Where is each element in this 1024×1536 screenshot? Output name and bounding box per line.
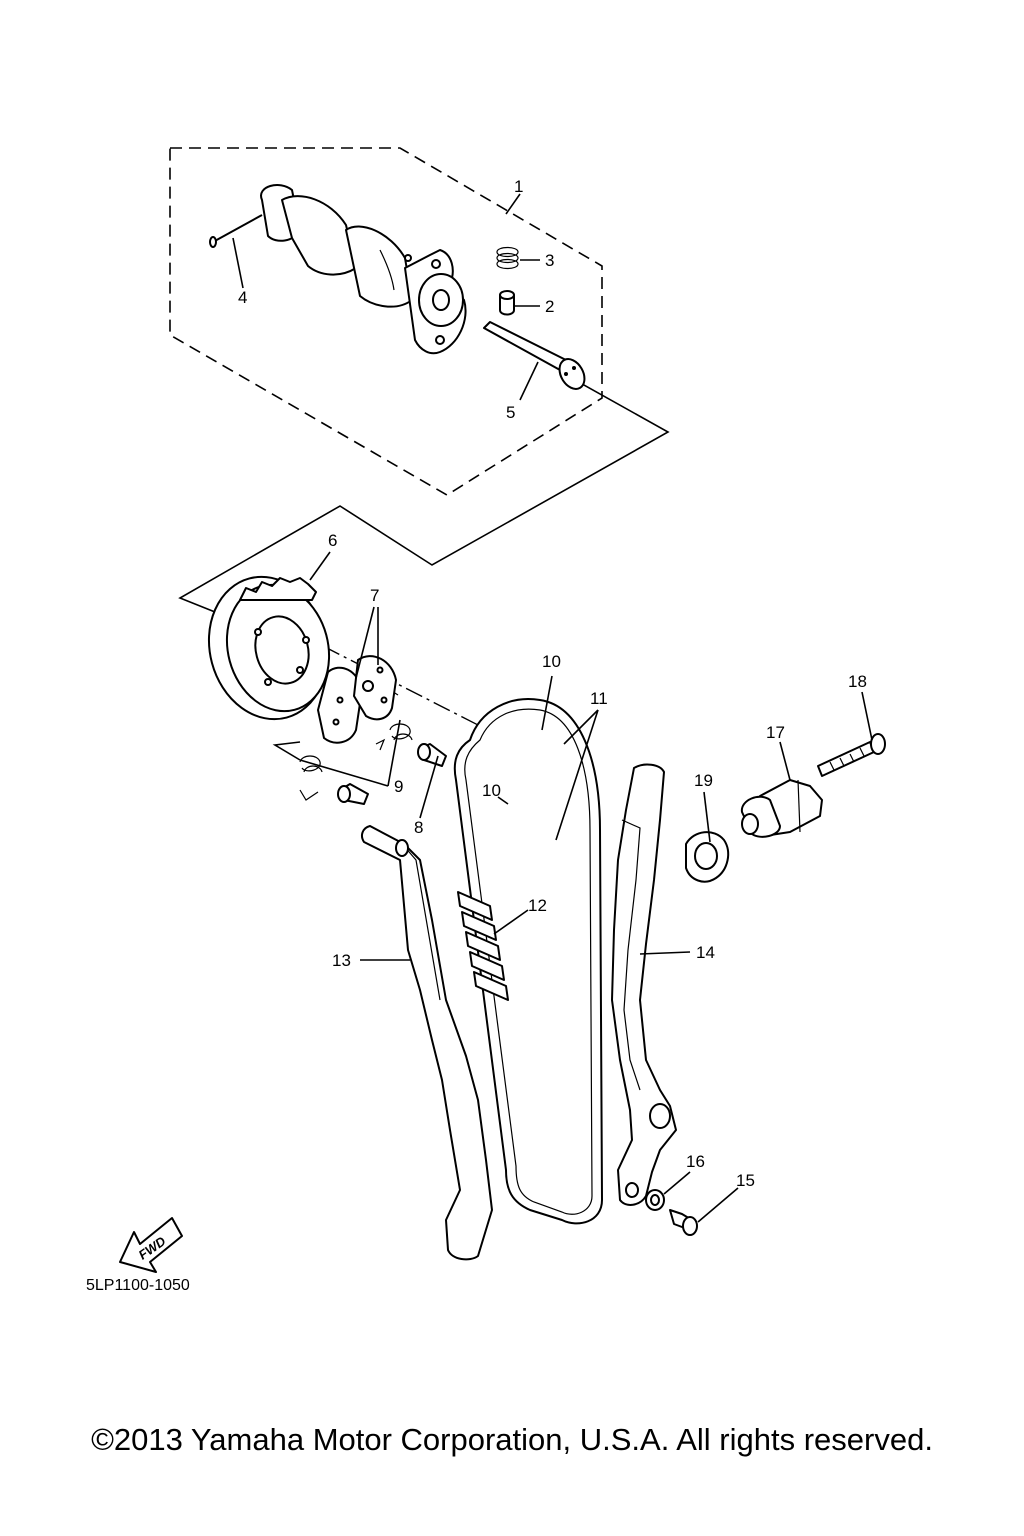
callout-14: 14 — [696, 943, 715, 962]
callout-15: 15 — [736, 1171, 755, 1190]
callout-16: 16 — [686, 1152, 705, 1171]
pin — [499, 290, 515, 316]
callout-12: 12 — [528, 896, 547, 915]
callout-7: 7 — [370, 586, 379, 605]
cam-chain — [453, 698, 603, 1225]
callout-17: 17 — [766, 723, 785, 742]
leader-lines — [232, 193, 873, 1223]
callout-6: 6 — [328, 531, 337, 550]
washer — [645, 1189, 665, 1211]
callout-8: 8 — [414, 818, 423, 837]
chain-tensioner — [740, 779, 823, 838]
callout-9: 9 — [394, 777, 403, 796]
callout-5: 5 — [506, 403, 515, 422]
chain-guide-front — [361, 825, 493, 1261]
copyright-notice: ©2013 Yamaha Motor Corporation, U.S.A. A… — [91, 1422, 933, 1457]
callout-2: 2 — [545, 297, 554, 316]
camshaft — [209, 184, 467, 355]
forward-arrow-icon: FWD — [119, 1217, 183, 1273]
callout-4: 4 — [238, 288, 247, 307]
decompressor-plates — [317, 655, 397, 744]
callout-13: 13 — [332, 951, 351, 970]
spring — [496, 246, 519, 270]
chain-links — [457, 891, 509, 1001]
callout-10-upper: 10 — [542, 652, 561, 671]
callout-11: 11 — [590, 689, 608, 708]
callout-1: 1 — [514, 177, 523, 196]
callout-3: 3 — [545, 251, 554, 270]
callout-10-lower: 10 — [482, 781, 501, 800]
tensioner-gasket — [685, 831, 730, 883]
decompressor-shaft — [483, 321, 586, 390]
camshaft-assembly-boundary — [169, 147, 603, 496]
camshaft-sprocket — [207, 575, 331, 721]
callout-numbers: 1 3 2 4 5 6 7 10 11 18 17 19 9 10 8 12 1… — [238, 177, 867, 1190]
callout-19: 19 — [694, 771, 713, 790]
bolts — [337, 743, 447, 805]
diagram-code: 5LP1100-1050 — [86, 1277, 190, 1294]
chain-guide-rear — [611, 763, 677, 1206]
decompressor-springs — [299, 723, 413, 801]
tensioner-bolt — [817, 733, 886, 777]
callout-18: 18 — [848, 672, 867, 691]
guide-pivot-bolt — [669, 1209, 698, 1236]
